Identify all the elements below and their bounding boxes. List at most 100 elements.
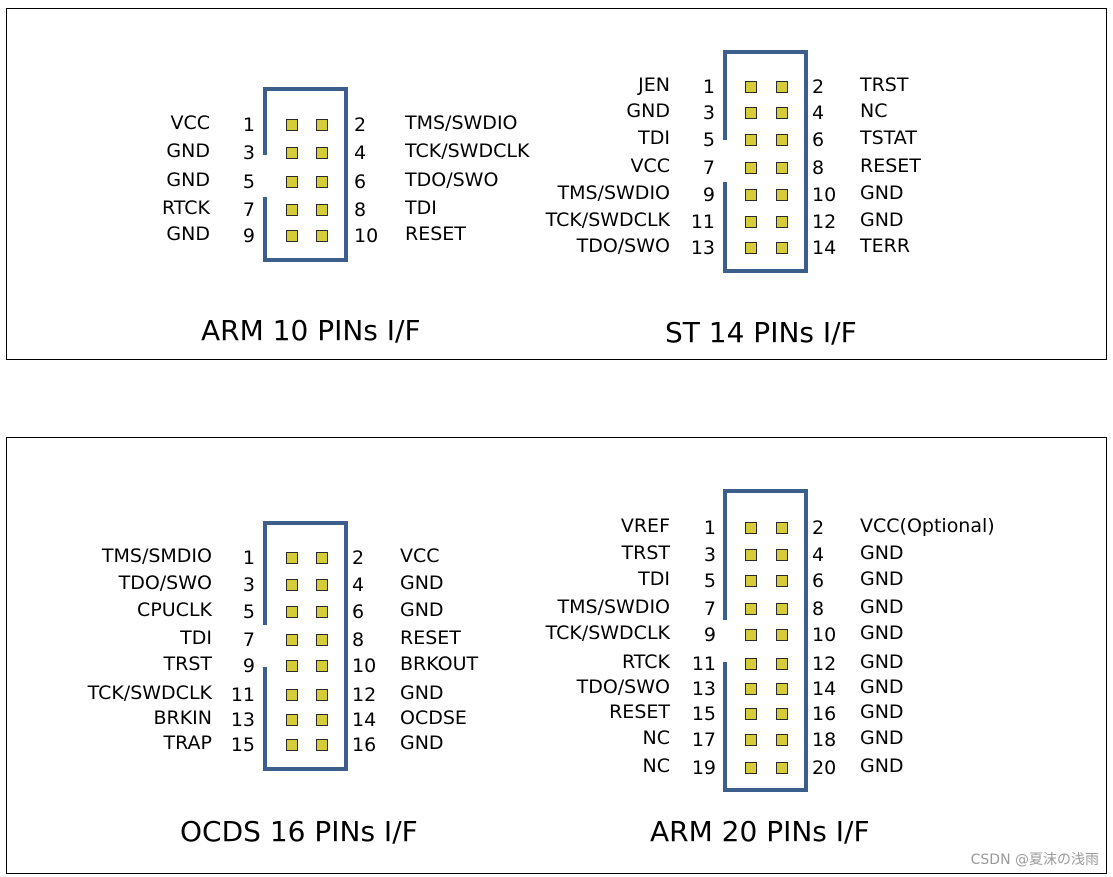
st14-right-signal: GND: [860, 182, 904, 204]
arm20-right-pin-number: 18: [812, 729, 837, 751]
st14-right-pin-number: 6: [812, 129, 825, 151]
st14-connector-key: [719, 140, 729, 182]
arm10-pad: [286, 230, 298, 242]
arm10-pad: [286, 204, 298, 216]
arm20-right-signal: GND: [860, 568, 904, 590]
arm10-right-signal: TDI: [405, 197, 437, 219]
arm20-pad: [776, 603, 788, 615]
arm20-left-signal: RESET: [609, 701, 670, 723]
arm10-left-signal: GND: [166, 223, 210, 245]
ocds16-pad: [286, 739, 298, 751]
st14-right-signal: TSTAT: [860, 127, 917, 149]
arm20-pad: [776, 658, 788, 670]
ocds16-pad: [316, 579, 328, 591]
arm20-pad: [745, 708, 757, 720]
ocds16-left-signal: TRST: [163, 653, 212, 675]
arm20-right-pin-number: 6: [812, 570, 825, 592]
st14-right-pin-number: 12: [812, 211, 837, 233]
ocds16-left-pin-number: 15: [230, 734, 255, 756]
ocds16-left-pin-number: 11: [230, 684, 255, 706]
ocds16-right-signal: OCDSE: [400, 707, 467, 729]
arm20-left-signal: VREF: [620, 515, 670, 537]
st14-pad: [745, 242, 757, 254]
ocds16-right-pin-number: 8: [352, 629, 365, 651]
st14-pad: [776, 107, 788, 119]
arm20-left-signal: NC: [642, 727, 670, 749]
ocds16-left-signal: TRAP: [163, 732, 213, 754]
ocds16-connector-key: [259, 625, 269, 667]
st14-right-signal: GND: [860, 209, 904, 231]
arm10-left-signal: RTCK: [161, 197, 210, 219]
ocds16-pad: [316, 660, 328, 672]
st14-left-pin-number: 11: [690, 211, 715, 233]
ocds16-right-signal: GND: [400, 732, 444, 754]
arm10-right-pin-number: 8: [354, 199, 367, 221]
ocds16-left-signal: CPUCLK: [137, 599, 212, 621]
arm20-connector: [723, 489, 808, 792]
arm10-left-pin-number: 3: [242, 142, 255, 164]
ocds16-pad: [316, 714, 328, 726]
ocds16-left-signal: TCK/SWDCLK: [87, 682, 212, 704]
st14-right-pin-number: 2: [812, 76, 825, 98]
arm20-pad: [745, 658, 757, 670]
arm10-right-pin-number: 6: [354, 171, 367, 193]
ocds16-right-pin-number: 14: [352, 709, 377, 731]
st14-pad: [745, 162, 757, 174]
arm20-left-signal: TDI: [638, 568, 670, 590]
arm20-pad: [776, 708, 788, 720]
ocds16-pad: [316, 606, 328, 618]
st14-left-signal: TCK/SWDCLK: [545, 209, 670, 231]
st14-right-pin-number: 4: [812, 102, 825, 124]
arm10-left-pin-number: 1: [242, 114, 255, 136]
arm20-left-pin-number: 15: [691, 703, 716, 725]
arm20-left-pin-number: 13: [691, 678, 716, 700]
arm20-right-signal: GND: [860, 701, 904, 723]
arm20-pad: [745, 762, 757, 774]
ocds16-pad: [286, 660, 298, 672]
arm10-pad: [316, 119, 328, 131]
arm10-pad: [316, 230, 328, 242]
arm20-pad: [745, 522, 757, 534]
arm20-left-signal: TDO/SWO: [576, 676, 670, 698]
ocds16-pad: [316, 552, 328, 564]
arm20-right-signal: GND: [860, 542, 904, 564]
arm20-pad: [776, 629, 788, 641]
st14-pad: [745, 189, 757, 201]
arm10-right-signal: TCK/SWDCLK: [405, 140, 530, 162]
arm20-left-signal: RTCK: [621, 651, 670, 673]
arm10-pad: [286, 119, 298, 131]
ocds16-left-pin-number: 5: [242, 601, 255, 623]
arm20-left-signal: NC: [642, 755, 670, 777]
st14-right-signal: NC: [860, 100, 888, 122]
ocds16-pad: [316, 634, 328, 646]
st14-left-pin-number: 3: [702, 102, 715, 124]
st14-right-pin-number: 14: [812, 237, 837, 259]
arm20-right-signal: GND: [860, 755, 904, 777]
st14-pad: [745, 81, 757, 93]
st14-pad: [776, 189, 788, 201]
arm20-left-pin-number: 3: [703, 544, 716, 566]
arm20-pad: [776, 575, 788, 587]
arm10-right-signal: RESET: [405, 223, 466, 245]
arm10-left-pin-number: 7: [242, 199, 255, 221]
ocds16-connector: [263, 521, 348, 771]
arm10-left-signal: GND: [166, 169, 210, 191]
ocds16-left-signal: TMS/SMDIO: [101, 545, 212, 567]
ocds16-right-signal: GND: [400, 682, 444, 704]
st14-left-signal: GND: [626, 100, 670, 122]
ocds16-left-pin-number: 7: [242, 629, 255, 651]
arm20-right-pin-number: 20: [812, 757, 837, 779]
arm20-right-pin-number: 12: [812, 653, 837, 675]
st14-left-pin-number: 1: [702, 76, 715, 98]
arm20-pad: [776, 734, 788, 746]
st14-left-signal: TMS/SWDIO: [557, 182, 671, 204]
arm20-right-pin-number: 16: [812, 703, 837, 725]
st14-right-signal: RESET: [860, 155, 921, 177]
st14-pad: [776, 134, 788, 146]
st14-left-pin-number: 13: [690, 237, 715, 259]
ocds16-left-pin-number: 13: [230, 709, 255, 731]
arm20-pad: [776, 522, 788, 534]
ocds16-pad: [286, 606, 298, 618]
arm10-connector-key: [259, 155, 269, 197]
st14-pad: [745, 216, 757, 228]
